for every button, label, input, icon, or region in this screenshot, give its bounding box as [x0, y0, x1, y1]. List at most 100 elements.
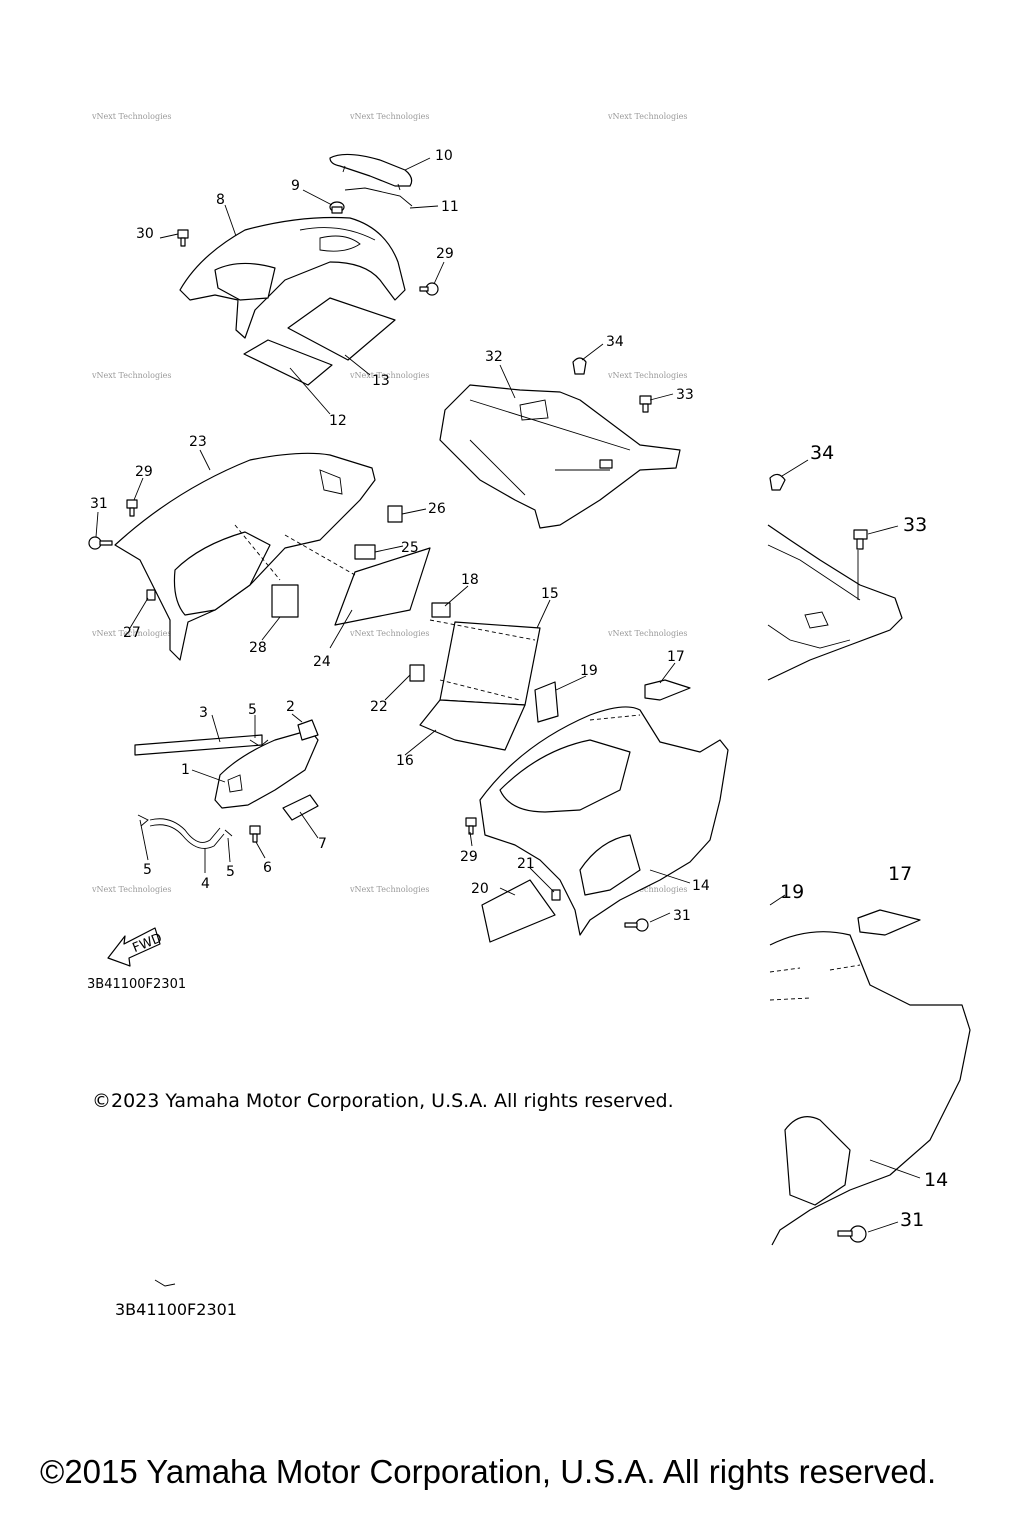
part-1-tank	[214, 729, 319, 809]
part-28-block	[271, 584, 299, 618]
inset-callout-33: 33	[903, 514, 927, 536]
callout-25: 25	[401, 540, 419, 556]
watermark: vNext Technologies	[349, 371, 429, 380]
part-10-cover	[329, 153, 413, 191]
part-22-block	[409, 664, 425, 682]
watermark: vNext Technologies	[607, 885, 687, 894]
part-11-rod	[344, 187, 413, 207]
part-9-grommet	[329, 201, 345, 214]
watermark: vNext Technologies	[91, 371, 171, 380]
watermark: vNext Technologies	[607, 629, 687, 638]
inset-callout-19: 19	[780, 881, 804, 903]
part-21-clip	[551, 889, 561, 901]
callout-21: 21	[517, 856, 535, 872]
callout-14: 14	[692, 878, 710, 894]
copyright-main: ©2023 Yamaha Motor Corporation, U.S.A. A…	[92, 1090, 674, 1112]
watermark: vNext Technologies	[91, 885, 171, 894]
callout-31: 31	[90, 496, 108, 512]
part-14-side-cover	[479, 706, 729, 936]
callout-19: 19	[580, 663, 598, 679]
callout-13: 13	[372, 373, 390, 389]
part-27-clip	[146, 589, 156, 601]
watermark: vNext Technologies	[607, 371, 687, 380]
callout-1: 1	[181, 762, 190, 778]
callouts: 1 2 3 4 5 5 5 6 7 8 9 10 11 12 13 14 15 …	[90, 148, 710, 924]
part-16-pad	[419, 699, 526, 751]
fwd-arrow-fragment	[154, 1279, 176, 1287]
inset-callout-31: 31	[900, 1209, 924, 1231]
part-7-pad	[282, 794, 319, 821]
part-23-side-cover	[114, 452, 376, 661]
callout-9: 9	[291, 178, 300, 194]
copyright-footer: ©2015 Yamaha Motor Corporation, U.S.A. A…	[40, 1453, 937, 1490]
callout-4: 4	[201, 876, 210, 892]
watermark: vNext Technologies	[349, 629, 429, 638]
callout-10: 10	[435, 148, 453, 164]
inset-callout-14: 14	[924, 1169, 948, 1191]
callout-7: 7	[318, 836, 327, 852]
part-33-screw	[639, 395, 652, 413]
callout-15: 15	[541, 586, 559, 602]
part-12-pad	[243, 339, 333, 386]
inset-callout-17: 17	[888, 863, 912, 885]
callout-16: 16	[396, 753, 414, 769]
inset-callout-34: 34	[810, 442, 834, 464]
watermark: vNext Technologies	[91, 112, 171, 121]
diagram-code: 3B41100F2301	[87, 977, 186, 992]
part-29-screw	[126, 499, 138, 517]
part-24-pad	[334, 547, 431, 626]
part-26-block	[387, 505, 403, 523]
callout-5: 5	[143, 862, 152, 878]
leader-lines	[95, 157, 691, 923]
callout-34: 34	[606, 334, 624, 350]
part-29-screw	[465, 817, 477, 835]
callout-31: 31	[673, 908, 691, 924]
part-31-screw	[88, 536, 113, 550]
inset-side-cover-detail: 19 17 14 31	[769, 863, 971, 1246]
part-32-frame	[439, 384, 681, 529]
watermark: vNext Technologies	[349, 112, 429, 121]
part-20-pad	[481, 879, 556, 943]
callout-22: 22	[370, 699, 388, 715]
part-17-block	[644, 679, 691, 701]
part-6-bolt	[249, 825, 261, 843]
part-4-hose	[149, 818, 221, 843]
callout-29: 29	[460, 849, 478, 865]
callout-24: 24	[313, 654, 331, 670]
callout-5: 5	[248, 702, 257, 718]
callout-18: 18	[461, 572, 479, 588]
part-5-clamps	[137, 739, 269, 837]
callout-5: 5	[226, 864, 235, 880]
callout-28: 28	[249, 640, 267, 656]
callout-23: 23	[189, 434, 207, 450]
callout-3: 3	[199, 705, 208, 721]
part-18-block	[431, 602, 451, 618]
callout-27: 27	[123, 625, 141, 641]
watermarks: vNext Technologies vNext Technologies vN…	[91, 112, 687, 894]
diagram-code-enlarged: 3B41100F2301	[115, 1300, 237, 1319]
part-13-pad	[287, 297, 396, 361]
fwd-arrow: FWD	[107, 927, 165, 967]
part-2-cap	[297, 719, 319, 741]
watermark: vNext Technologies	[607, 112, 687, 121]
callout-2: 2	[286, 699, 295, 715]
part-4-hose	[149, 824, 225, 849]
callout-33: 33	[676, 387, 694, 403]
callout-17: 17	[667, 649, 685, 665]
part-30-screw	[177, 229, 189, 247]
callout-11: 11	[441, 199, 459, 215]
part-25-block	[354, 544, 376, 560]
inset-frame-detail: 34 33	[767, 442, 927, 681]
callout-29: 29	[135, 464, 153, 480]
part-8-rear-fender	[179, 216, 406, 339]
watermark: vNext Technologies	[349, 885, 429, 894]
part-31-screw	[624, 918, 649, 932]
callout-29: 29	[436, 246, 454, 262]
callout-12: 12	[329, 413, 347, 429]
callout-32: 32	[485, 349, 503, 365]
callout-20: 20	[471, 881, 489, 897]
callout-6: 6	[263, 860, 272, 876]
fwd-label: FWD	[131, 931, 165, 956]
callout-8: 8	[216, 192, 225, 208]
